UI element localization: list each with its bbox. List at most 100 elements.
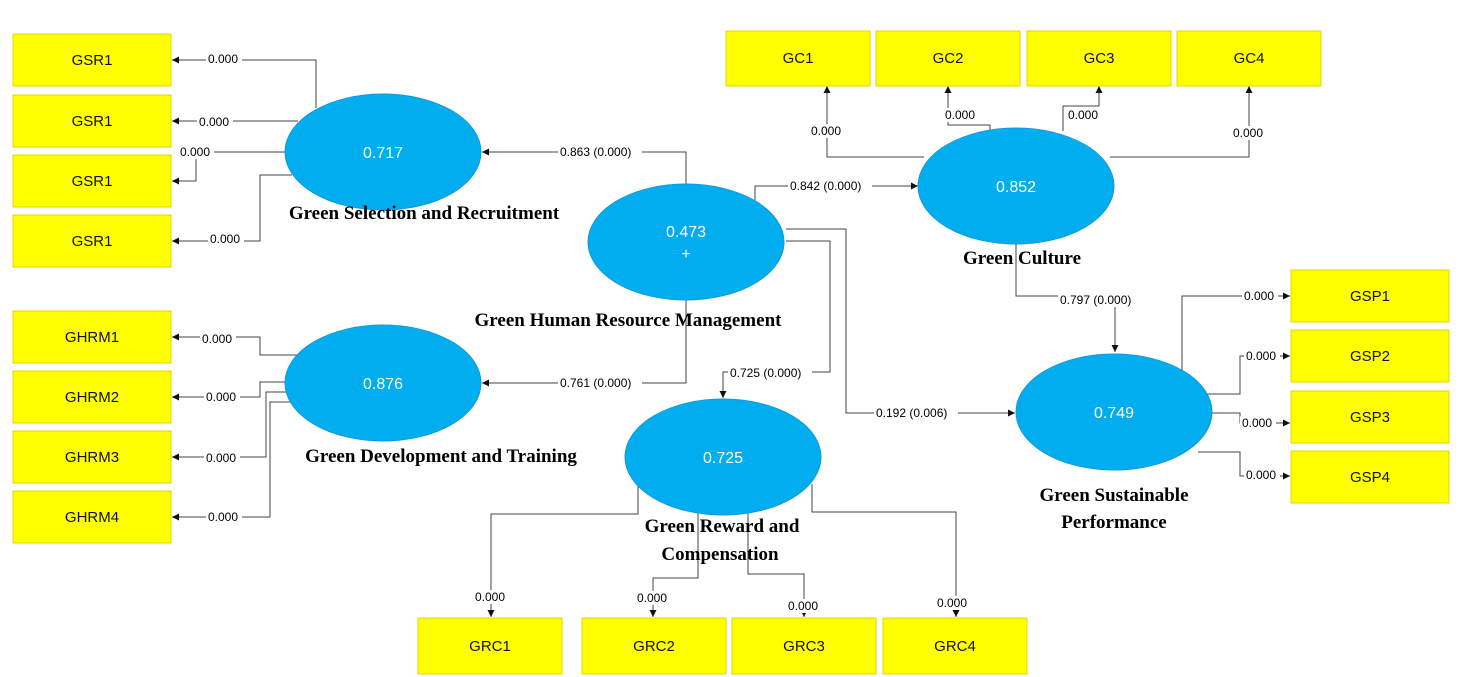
indicator-gc2[interactable]: GC2 [875, 30, 1021, 87]
indicator-gc3[interactable]: GC3 [1026, 30, 1172, 87]
loading-gc-3: 0.000 [1068, 108, 1098, 122]
edge-grc-grc4 [811, 484, 960, 617]
indicator-gc1[interactable]: GC1 [725, 30, 871, 87]
loading-grc-1: 0.000 [475, 590, 505, 604]
svg-text:GSR1: GSR1 [72, 113, 113, 130]
loading-grc-4: 0.000 [937, 596, 967, 610]
loading-grc-3: 0.000 [788, 599, 818, 613]
construct-ghrm-label: Green Human Resource Management [475, 310, 783, 331]
construct-gsp[interactable]: 0.749 [1015, 353, 1213, 471]
svg-text:GSP4: GSP4 [1350, 469, 1390, 486]
edge-ghrm-gsr [482, 148, 687, 184]
construct-grc-value: 0.725 [703, 450, 743, 467]
indicator-ghrm2[interactable]: GHRM2 [12, 370, 172, 424]
indicator-grc1[interactable]: GRC1 [417, 617, 563, 675]
indicator-gsr1[interactable]: GSR1 [12, 33, 172, 87]
indicator-ghrm1[interactable]: GHRM1 [12, 310, 172, 364]
loading-gsr-1: 0.000 [208, 52, 238, 66]
loading-gsr-4: 0.000 [210, 232, 240, 246]
svg-text:GRC4: GRC4 [934, 638, 976, 655]
indicator-gsp3[interactable]: GSP3 [1290, 390, 1450, 444]
indicator-grc2[interactable]: GRC2 [581, 617, 727, 675]
construct-gdt-label: Green Development and Training [305, 446, 577, 467]
construct-gdt-value: 0.876 [363, 376, 403, 393]
construct-ghrm[interactable]: 0.473 + [587, 183, 785, 301]
loading-gsr-2: 0.000 [199, 115, 229, 129]
construct-gc-value: 0.852 [996, 179, 1036, 196]
svg-text:GSP3: GSP3 [1350, 409, 1390, 426]
edge-ghrm-grc [719, 240, 831, 398]
construct-gsp-value: 0.749 [1094, 405, 1134, 422]
svg-text:GC2: GC2 [933, 50, 964, 67]
path-gc-gsp-label: 0.797 (0.000) [1060, 293, 1131, 307]
svg-text:GRC2: GRC2 [633, 638, 675, 655]
construct-grc-label-line1: Green Reward and [645, 516, 800, 537]
path-ghrm-gsp-label: 0.192 (0.006) [876, 406, 947, 420]
indicator-gsp4[interactable]: GSP4 [1290, 450, 1450, 504]
construct-gsr[interactable]: 0.717 [284, 93, 482, 211]
svg-text:GSR1: GSR1 [72, 173, 113, 190]
svg-text:GRC3: GRC3 [783, 638, 825, 655]
loading-gc-2: 0.000 [945, 108, 975, 122]
indicator-gsp2[interactable]: GSP2 [1290, 329, 1450, 383]
loading-gsp-3: 0.000 [1242, 416, 1272, 430]
construct-gsp-label-line1: Green Sustainable [1039, 485, 1188, 506]
indicator-gsp1[interactable]: GSP1 [1290, 269, 1450, 323]
loading-gc-4: 0.000 [1233, 126, 1263, 140]
edge-gc-gc1 [823, 86, 924, 158]
svg-text:GHRM1: GHRM1 [65, 329, 119, 346]
indicator-gsr2[interactable]: GSR1 [12, 94, 172, 148]
loading-gsp-1: 0.000 [1244, 289, 1274, 303]
path-ghrm-grc-label: 0.725 (0.000) [730, 366, 801, 380]
svg-text:GSR1: GSR1 [72, 52, 113, 69]
edge-labels: 0.000 0.000 0.000 0.000 0.000 0.000 0.00… [178, 52, 1280, 613]
svg-text:GHRM4: GHRM4 [65, 509, 119, 526]
construct-grc[interactable]: 0.725 [624, 398, 822, 516]
loading-grc-2: 0.000 [637, 591, 667, 605]
edge-grc-grc1 [487, 484, 639, 617]
constructs: 0.717 0.473 + 0.852 0.876 0.725 0.749 [284, 93, 1213, 516]
svg-text:GSP2: GSP2 [1350, 348, 1390, 365]
construct-labels: Green Selection and Recruitment Green Hu… [289, 203, 1189, 565]
svg-text:GHRM3: GHRM3 [65, 449, 119, 466]
loading-gsp-2: 0.000 [1246, 349, 1276, 363]
construct-gc[interactable]: 0.852 [917, 127, 1115, 245]
edge-gc-gc3 [1062, 86, 1103, 131]
svg-text:GSR1: GSR1 [72, 233, 113, 250]
edge-gc-gc2 [944, 86, 991, 131]
svg-text:GRC1: GRC1 [469, 638, 511, 655]
indicator-gsr3[interactable]: GSR1 [12, 154, 172, 208]
loading-gdt-2: 0.000 [206, 390, 236, 404]
indicator-grc3[interactable]: GRC3 [731, 617, 877, 675]
construct-gc-label: Green Culture [963, 248, 1081, 269]
indicator-gc4[interactable]: GC4 [1176, 30, 1322, 87]
loading-gdt-3: 0.000 [206, 451, 236, 465]
indicator-ghrm4[interactable]: GHRM4 [12, 490, 172, 544]
construct-gsr-label: Green Selection and Recruitment [289, 203, 560, 224]
edge-gsr-gsr3 [172, 151, 286, 185]
plus-icon[interactable]: + [681, 246, 690, 263]
path-ghrm-gsr-label: 0.863 (0.000) [560, 145, 631, 159]
indicator-grc4[interactable]: GRC4 [882, 617, 1028, 675]
indicator-gsr4[interactable]: GSR1 [12, 214, 172, 268]
svg-text:GC3: GC3 [1084, 50, 1115, 67]
svg-text:GC1: GC1 [783, 50, 814, 67]
indicator-ghrm3[interactable]: GHRM3 [12, 430, 172, 484]
edge-gsr-gsr1 [172, 56, 317, 108]
path-ghrm-gc-label: 0.842 (0.000) [790, 179, 861, 193]
construct-gsr-value: 0.717 [363, 145, 403, 162]
construct-gdt[interactable]: 0.876 [284, 324, 482, 442]
construct-ghrm-value: 0.473 [666, 224, 706, 241]
indicator-boxes: GSR1 GSR1 GSR1 GSR1 GHRM1 GHRM2 GHRM3 [12, 30, 1450, 675]
edge-ghrm-gdt [482, 300, 687, 387]
construct-grc-label-line2: Compensation [661, 544, 779, 565]
loading-gc-1: 0.000 [811, 124, 841, 138]
svg-text:GSP1: GSP1 [1350, 288, 1390, 305]
loading-gsp-4: 0.000 [1246, 468, 1276, 482]
svg-text:GC4: GC4 [1234, 50, 1265, 67]
edge-grc-grc3 [747, 510, 808, 617]
svg-text:GHRM2: GHRM2 [65, 389, 119, 406]
path-ghrm-gdt-label: 0.761 (0.000) [560, 376, 631, 390]
edge-gc-gc4 [1110, 86, 1253, 158]
